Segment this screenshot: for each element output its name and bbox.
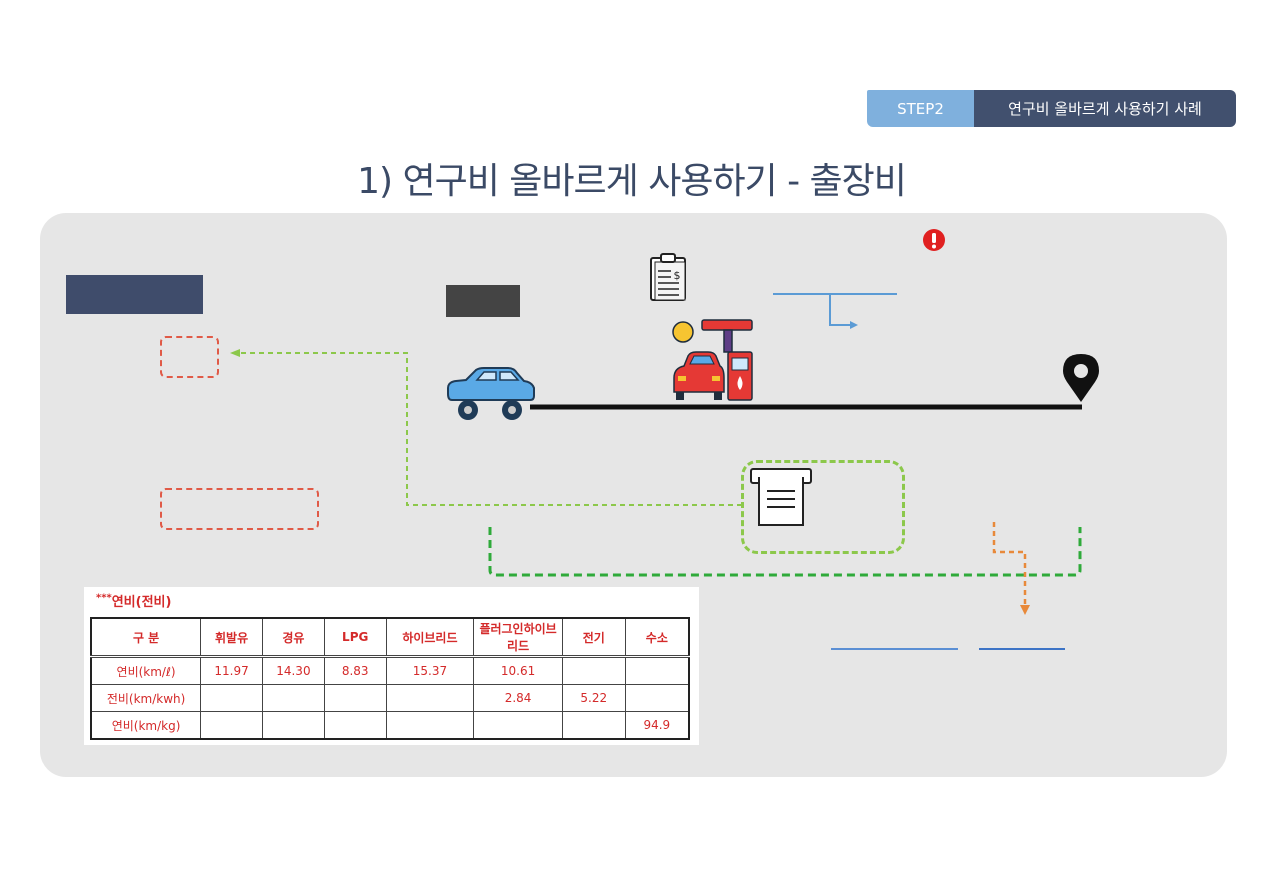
table-caption: ***연비(전비): [96, 591, 171, 610]
header-cell: 휘발유: [200, 617, 263, 658]
header-cell: 경유: [261, 617, 325, 658]
header-cell: 수소: [624, 617, 690, 658]
table-cell: [385, 684, 475, 712]
header-cell: LPG: [323, 617, 387, 658]
highlight-box-wide: [160, 488, 319, 530]
label-box-navy: [66, 275, 203, 314]
table-cell: [200, 684, 263, 712]
label-box-gray: [446, 285, 520, 317]
header-cell: 구 분: [90, 617, 202, 658]
table-cell: [200, 711, 263, 740]
table-cell: [561, 656, 626, 685]
table-caption-text: 연비(전비): [111, 595, 172, 610]
table-cell: [385, 711, 475, 740]
header-cell: 플러그인하이브리드: [473, 617, 563, 658]
table-cell: 5.22: [561, 684, 626, 712]
fuel-efficiency-table-card: ***연비(전비) 구 분 휘발유 경유 LPG 하이브리드 플러그인하이브리드…: [84, 587, 699, 745]
table-cell: 14.30: [261, 656, 325, 685]
page-title: 1) 연구비 올바르게 사용하기 - 출장비: [357, 161, 907, 202]
header-cell: 전기: [561, 617, 626, 658]
table-cell: [323, 684, 387, 712]
table-cell: 2.84: [473, 684, 563, 712]
step-title-text: 연구비 올바르게 사용하기 사례: [1008, 100, 1202, 118]
table-cell: [323, 711, 387, 740]
table-cell: 11.97: [200, 656, 263, 685]
table-row: 연비(km/ℓ) 11.97 14.30 8.83 15.37 10.61: [90, 656, 690, 685]
receipt-highlight-box: [741, 460, 905, 554]
table-cell: [261, 684, 325, 712]
table-cell: [624, 656, 690, 685]
step-title: 연구비 올바르게 사용하기 사례: [974, 90, 1236, 127]
step-label: STEP2: [897, 99, 944, 118]
fuel-efficiency-table: 구 분 휘발유 경유 LPG 하이브리드 플러그인하이브리드 전기 수소 연비(…: [90, 617, 690, 740]
table-cell: 94.9: [624, 711, 690, 740]
step-badge: STEP2: [867, 90, 974, 127]
table-row: 전비(km/kwh) 2.84 5.22: [90, 684, 690, 712]
highlight-box-small: [160, 336, 219, 378]
table-cell: 8.83: [323, 656, 387, 685]
table-caption-stars: ***: [96, 592, 112, 604]
table-cell: [261, 711, 325, 740]
table-header-row: 구 분 휘발유 경유 LPG 하이브리드 플러그인하이브리드 전기 수소: [90, 617, 690, 658]
table-cell: 10.61: [473, 656, 563, 685]
table-cell: [624, 684, 690, 712]
row-label: 전비(km/kwh): [90, 684, 202, 712]
underline-link-2[interactable]: [979, 648, 1065, 650]
table-row: 연비(km/kg) 94.9: [90, 711, 690, 740]
underline-link-1[interactable]: [831, 648, 958, 650]
row-label: 연비(km/ℓ): [90, 656, 202, 685]
header-cell: 하이브리드: [385, 617, 475, 658]
table-cell: 15.37: [385, 656, 475, 685]
table-cell: [561, 711, 626, 740]
table-cell: [473, 711, 563, 740]
row-label: 연비(km/kg): [90, 711, 202, 740]
